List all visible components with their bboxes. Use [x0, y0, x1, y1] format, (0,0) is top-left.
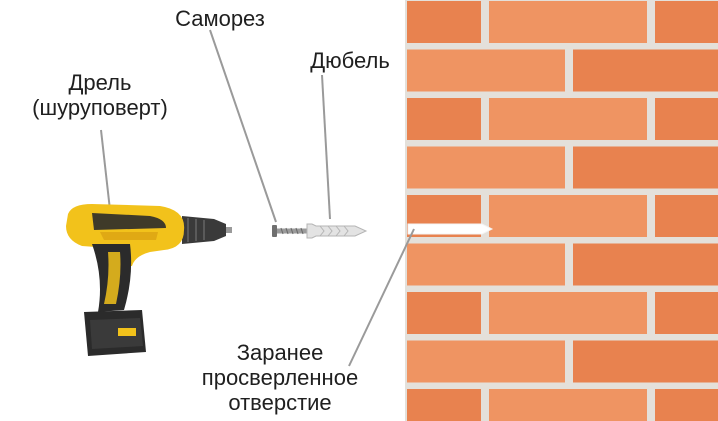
brick [489, 98, 647, 140]
drilled-hole [407, 223, 494, 235]
dowel-leader-line [321, 74, 331, 220]
dowel-illustration [306, 223, 368, 239]
brick [407, 292, 481, 334]
drill-leader-line [100, 129, 111, 211]
bricks [407, 1, 718, 421]
hole-label-line3: отверстие [228, 390, 332, 415]
brick [573, 243, 718, 286]
brick [573, 146, 718, 189]
brick [655, 98, 718, 140]
dowel-label-text: Дюбель [310, 48, 390, 73]
brick [655, 1, 718, 43]
brick [407, 98, 481, 140]
brick [489, 195, 647, 237]
brick [407, 49, 565, 92]
brick [655, 292, 718, 334]
hole-label: Заранее просверленное отверстие [180, 340, 380, 415]
brick [407, 1, 481, 43]
brick [489, 1, 647, 43]
drill-label-line2: (шуруповерт) [32, 95, 168, 120]
screw-illustration [272, 225, 307, 237]
brick-wall [405, 0, 718, 421]
brick [407, 340, 565, 383]
screw-label-text: Саморез [175, 6, 265, 31]
dowel-label: Дюбель [290, 48, 410, 73]
drill-label: Дрель (шуруповерт) [10, 70, 190, 120]
brick [407, 243, 565, 286]
screw-label: Саморез [160, 6, 280, 31]
brick [407, 389, 481, 421]
brick [655, 195, 718, 237]
brick [655, 389, 718, 421]
brick [489, 389, 647, 421]
hole-label-line2: просверленное [201, 365, 359, 390]
brick [407, 146, 565, 189]
screw-leader-line [209, 29, 277, 223]
leader-lines [100, 29, 415, 367]
drill-label-line1: Дрель [68, 70, 132, 95]
hole-label-line1: Заранее [236, 340, 324, 365]
drill-illustration [66, 204, 232, 356]
brick [573, 340, 718, 383]
hole-leader-line [348, 228, 415, 367]
brick [573, 49, 718, 92]
brick [489, 292, 647, 334]
